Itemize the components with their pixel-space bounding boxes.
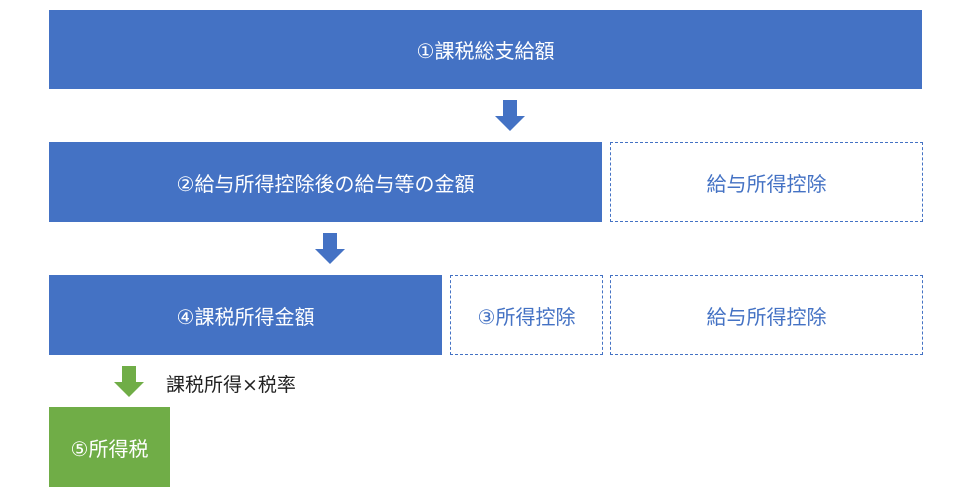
down-arrow-icon [114, 366, 144, 397]
income-deduction-label: ③所得控除 [477, 304, 576, 329]
formula-label: 課税所得×税率 [166, 374, 296, 396]
income-deduction-box: ③所得控除 [450, 275, 603, 355]
down-arrow-icon [495, 100, 525, 131]
after-deduction-label: ②給与所得控除後の給与等の金額 [176, 171, 475, 196]
gross-salary-box: ①課税総支給額 [49, 10, 922, 89]
down-arrow-icon [315, 233, 345, 264]
salary-deduction-label-2: 給与所得控除 [706, 304, 827, 329]
income-tax-label: ⑤所得税 [70, 436, 149, 461]
taxable-income-label: ④課税所得金額 [176, 304, 315, 329]
taxable-income-box: ④課税所得金額 [49, 275, 442, 355]
salary-deduction-box-2: 給与所得控除 [610, 275, 923, 355]
income-tax-box: ⑤所得税 [49, 407, 170, 487]
gross-salary-label: ①課税総支給額 [416, 39, 555, 63]
after-deduction-box: ②給与所得控除後の給与等の金額 [49, 142, 602, 222]
salary-deduction-label: 給与所得控除 [706, 171, 827, 196]
salary-deduction-box: 給与所得控除 [610, 142, 923, 222]
